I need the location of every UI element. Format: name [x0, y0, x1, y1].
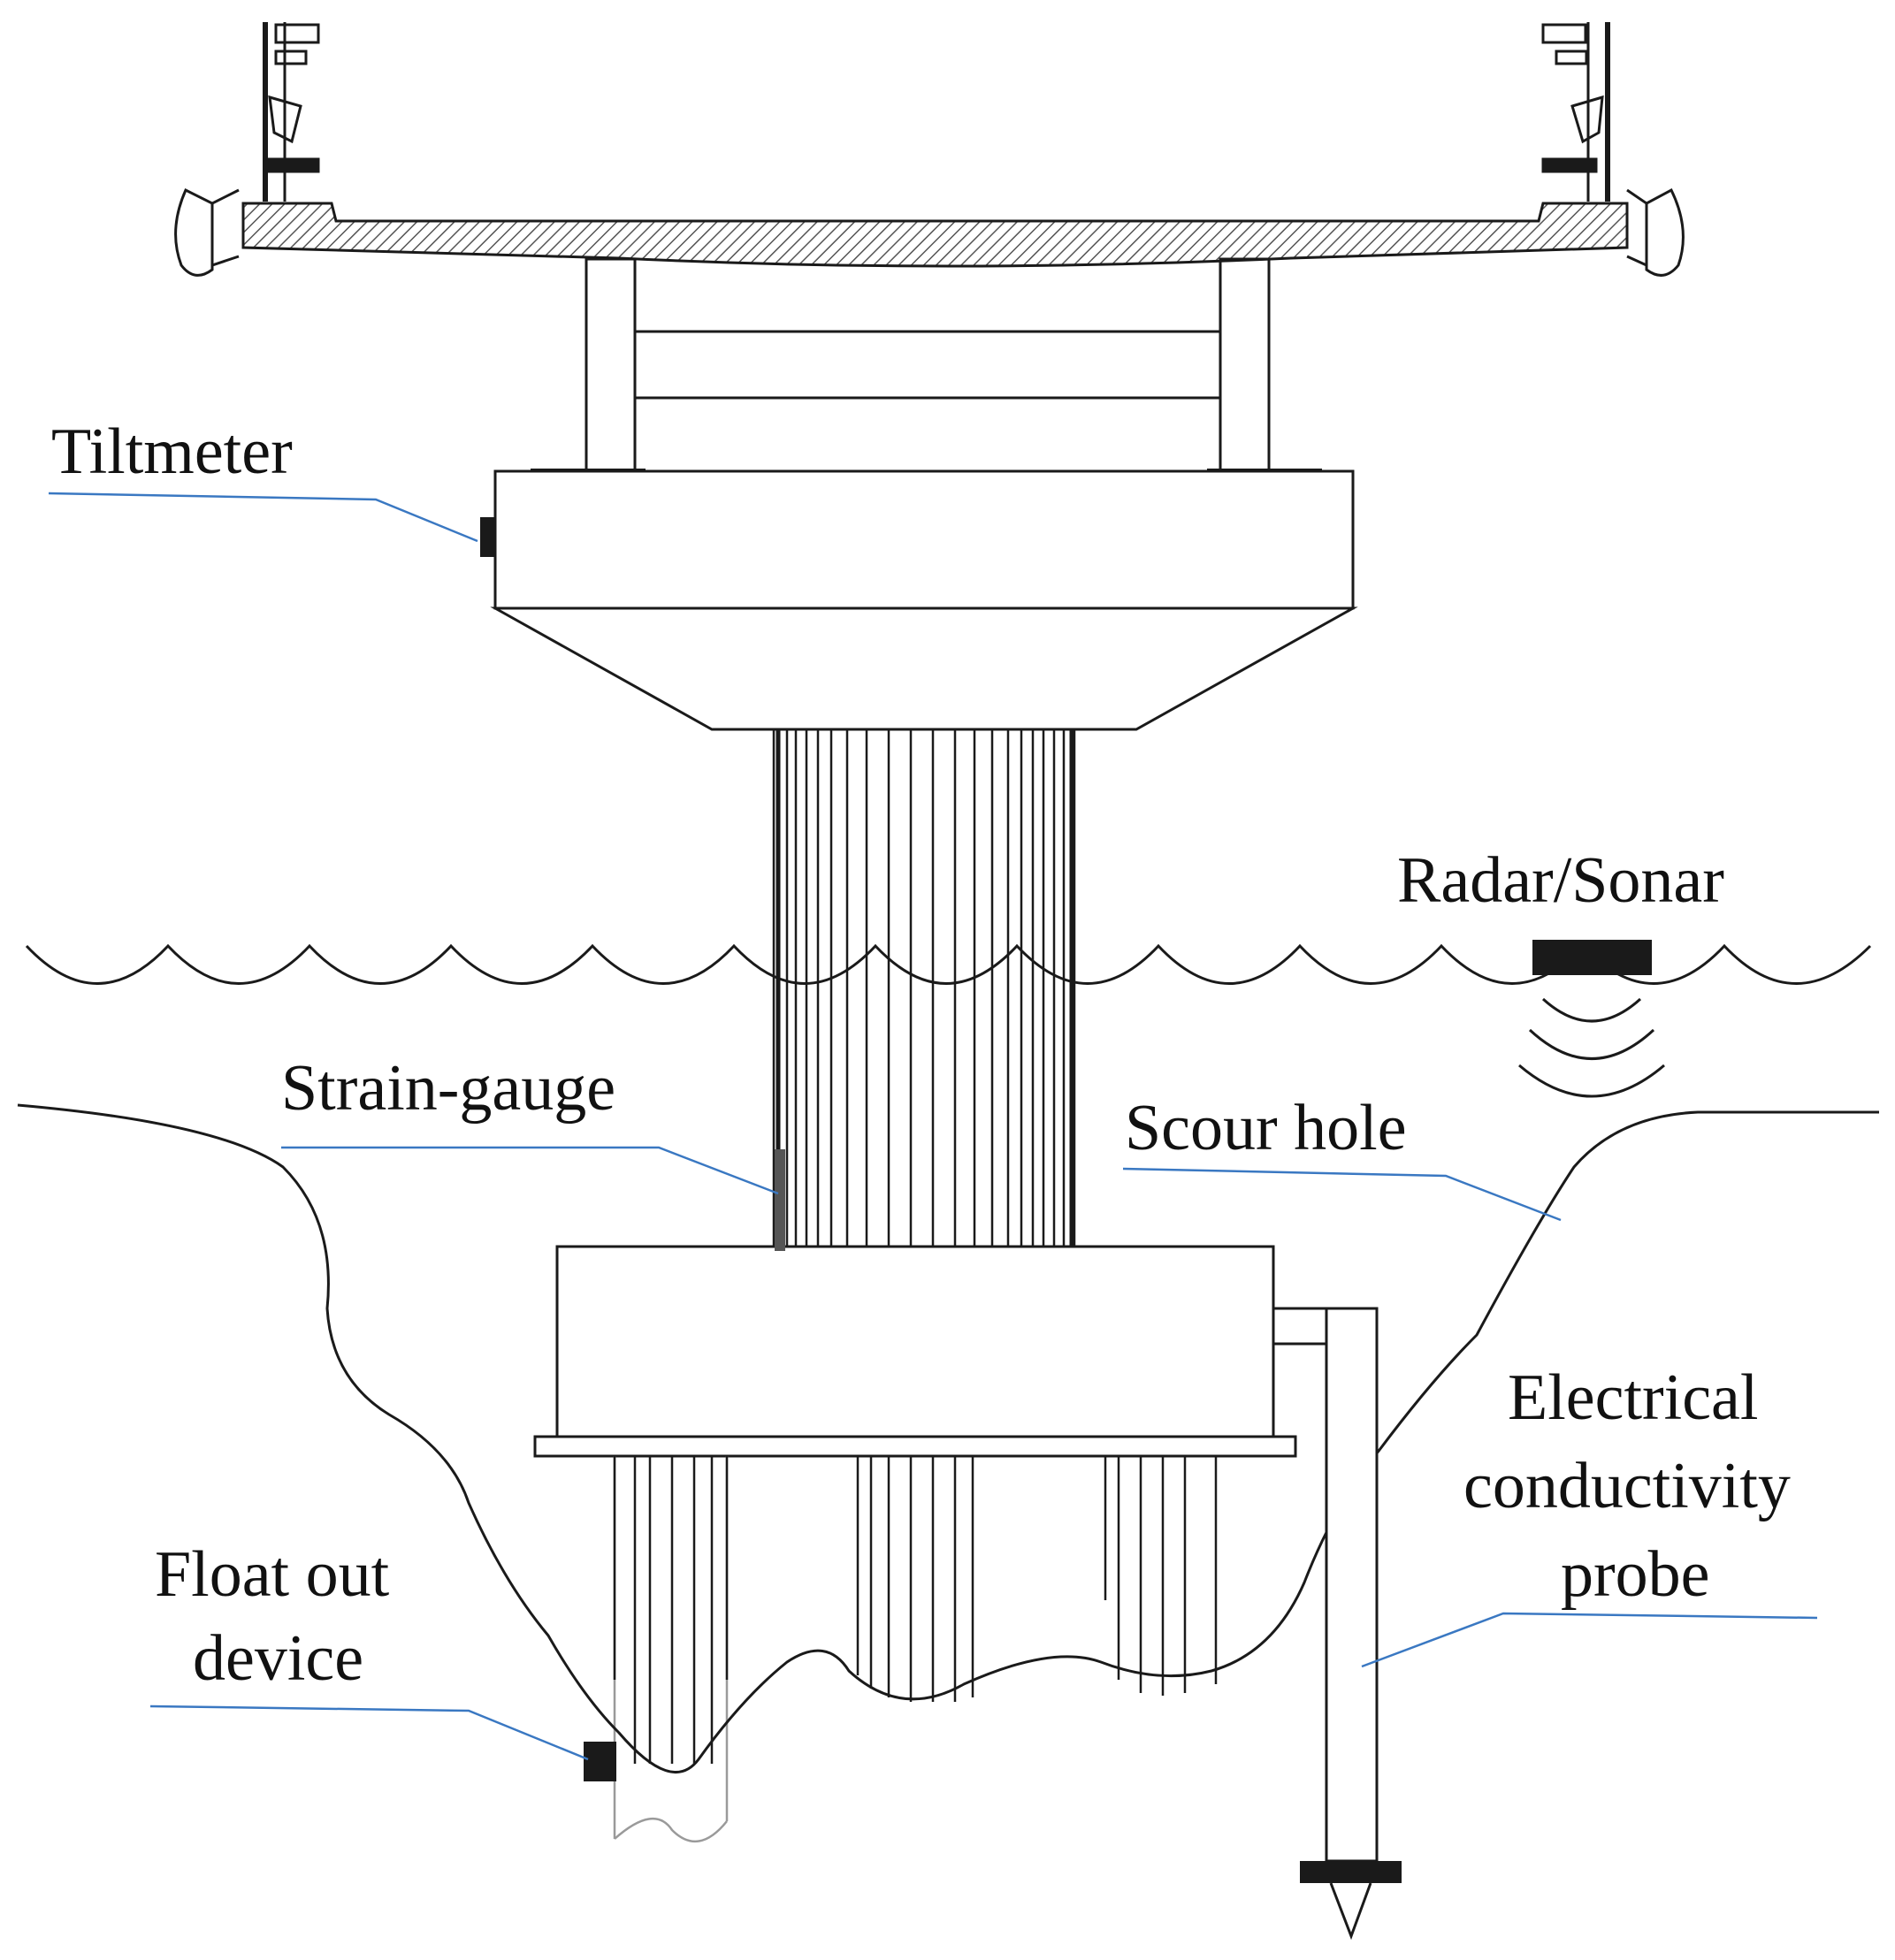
label-ec-probe-line2: conductivity	[1463, 1450, 1791, 1522]
ec-probe-assembly	[1273, 1307, 1379, 1941]
radar-sonar-sensor	[1532, 940, 1652, 975]
pier-frame	[531, 257, 1322, 474]
strain-gauge-sensor	[775, 1149, 785, 1251]
label-tiltmeter: Tiltmeter	[51, 416, 293, 488]
label-radar-sonar: Radar/Sonar	[1397, 844, 1724, 917]
label-float-out-line1: Float out	[155, 1538, 390, 1611]
scour-hole-leader	[1122, 1167, 1562, 1222]
float-out-leader	[149, 1705, 589, 1761]
label-strain-gauge: Strain-gauge	[281, 1052, 615, 1125]
label-float-out-line2: device	[193, 1622, 363, 1695]
tiltmeter-sensor	[480, 517, 495, 557]
pier-cap	[490, 469, 1358, 731]
label-ec-probe-line1: Electrical	[1508, 1361, 1758, 1434]
piles	[613, 1456, 1218, 1843]
riverbed-scour-profile	[17, 1103, 1879, 1773]
leader-lines	[48, 492, 1818, 1761]
pier-column	[772, 728, 1076, 1248]
tiltmeter-leader	[48, 492, 478, 543]
label-ec-probe-line3: probe	[1561, 1538, 1710, 1611]
pile-cap	[533, 1245, 1297, 1458]
ec-probe-leader	[1361, 1612, 1818, 1668]
label-scour-hole: Scour hole	[1125, 1092, 1407, 1164]
bridge-deck	[174, 22, 1685, 277]
sonar-waves	[1518, 997, 1665, 1098]
strain-gauge-leader	[281, 1146, 779, 1195]
ec-probe-sensor	[1300, 1861, 1402, 1883]
float-out-device-sensor	[584, 1742, 616, 1781]
